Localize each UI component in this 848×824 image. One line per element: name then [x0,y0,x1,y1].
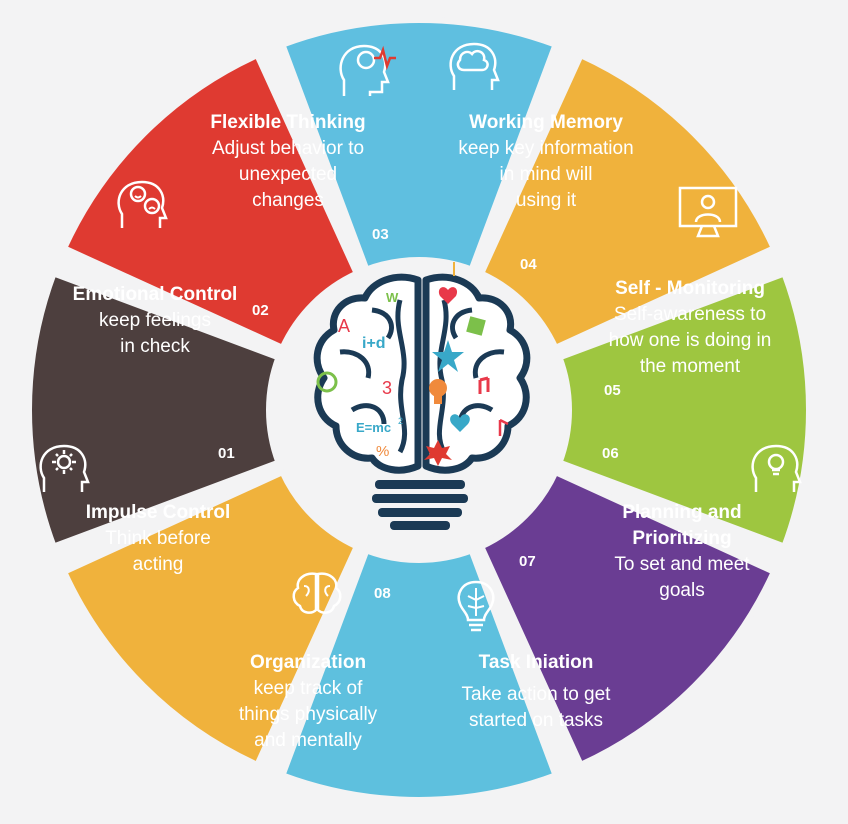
svg-text:2: 2 [398,416,403,426]
segment-number: 05 [604,382,621,399]
brain-head-icon [449,42,500,90]
segment-working [478,52,777,351]
segment-title: Self - Monitoring [615,278,765,299]
head-brainwave-icon [339,44,396,96]
svg-text:A: A [338,316,350,336]
segment-desc-line: unexpected [238,164,338,185]
segment-desc-line: goals [659,580,705,601]
brain-icon [292,572,342,614]
segment-desc-line: To set and meet [614,554,750,575]
head-gear-icon [39,444,90,492]
segment-self-monitoring: Self - Monitoring Self-awareness to how … [590,276,790,380]
segment-desc-line: Adjust behavior to [211,138,365,159]
segment-desc-line: how one is doing in [608,330,772,351]
segment-desc-line: keep feelings [99,310,211,331]
segment-desc-line: the moment [639,356,741,377]
brain-lightbulb-icon: W A i+d 3 E=mc 2 % [313,262,531,530]
segment-title: Emotional Control [72,284,238,305]
segment-emotional-control: Emotional Control keep feelings in check [50,282,260,360]
svg-text:E=mc: E=mc [356,420,391,435]
monitor-person-icon [678,186,738,238]
segment-title: Impulse Control [85,502,231,523]
segment-number: 04 [520,256,537,273]
segment-organization: Organization keep track of things physic… [208,650,408,754]
segment-number: 06 [602,445,619,462]
svg-text:3: 3 [382,378,392,398]
segment-desc-line: in check [120,336,190,357]
segment-impulse-control: Impulse Control Think before acting [58,500,258,578]
segment-self [556,270,812,550]
svg-text:i+d: i+d [362,335,386,352]
segment-desc-line: started on tasks [468,710,604,731]
segment-desc-line: and mentally [254,730,362,751]
segment-title: Prioritizing [632,528,732,549]
segment-title: Organization [249,652,367,673]
segment-number: 07 [519,553,536,570]
lightbulb-brain-icon [457,580,495,632]
head-lightbulb-icon [751,444,802,492]
segment-desc-line: keep key information [458,138,634,159]
segment-desc-line: Take action to get [461,684,611,705]
segment-desc-line: keep track of [253,678,363,699]
segment-desc-line: Self-awareness to [613,304,767,325]
segment-flexible [279,17,559,273]
segment-desc-line: in mind will [499,164,593,185]
segment-impulse [26,270,282,550]
head-emotions-icon [117,180,168,228]
segment-title: Task Iniation [478,652,594,673]
segment-title: Flexible Thinking [210,112,366,133]
svg-text:%: % [376,443,389,460]
segment-organization [61,469,360,768]
segment-desc-line: Think before [105,528,211,549]
segment-title: Planning and [622,502,742,523]
segment-number: 08 [374,585,391,602]
segment-planning-prioritizing: Planning and Prioritizing To set and mee… [592,500,772,604]
segment-desc-line: changes [252,190,324,211]
segment-working-memory: Working Memory keep key information in m… [436,110,656,214]
segment-number: 02 [252,302,269,319]
segment-desc-line: things physically [238,704,378,725]
segment-planning [478,469,777,768]
svg-text:W: W [386,290,399,305]
segment-title: Working Memory [469,112,623,133]
segment-number: 03 [372,226,389,243]
segment-emotional [61,52,360,351]
segment-desc-line: using it [515,190,577,211]
segment-flexible-thinking: Flexible Thinking Adjust behavior to une… [188,110,388,214]
segment-desc-line: acting [132,554,184,575]
segment-task-iniation: Task Iniation Take action to get started… [436,650,636,734]
segment-number: 01 [218,445,235,462]
